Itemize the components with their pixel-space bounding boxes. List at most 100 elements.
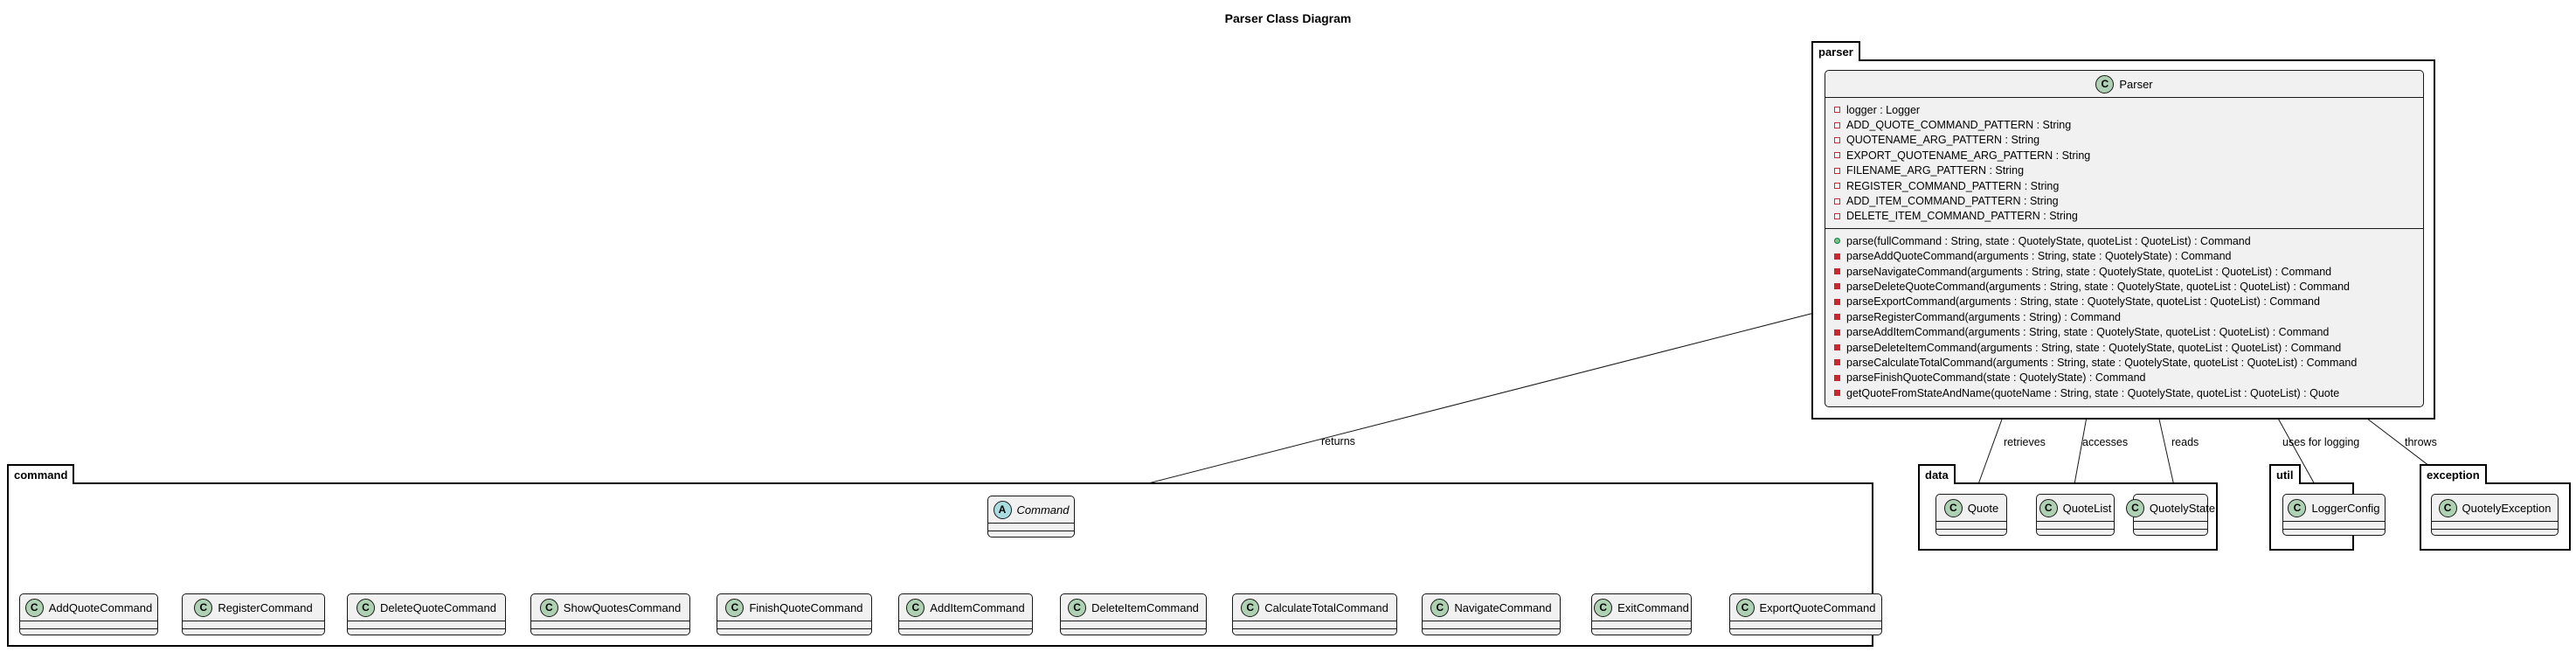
field-signature: logger : Logger (1846, 103, 1921, 116)
field-row: DELETE_ITEM_COMMAND_PATTERN : String (1834, 209, 2416, 224)
class-fields (1233, 621, 1396, 628)
field-row: ADD_QUOTE_COMMAND_PATTERN : String (1834, 117, 2416, 132)
class-methods (1233, 628, 1396, 636)
class-fields (1730, 621, 1881, 628)
class-name: AddQuoteCommand (48, 600, 153, 614)
private-visibility-icon (1834, 136, 1840, 143)
relation-label-returns: returns (1321, 435, 1355, 447)
class-name: CalculateTotalCommand (1264, 600, 1388, 614)
method-signature: parseRegisterCommand(arguments : String)… (1846, 310, 2122, 323)
class-name: DeleteQuoteCommand (380, 600, 496, 614)
class-name: ShowQuotesCommand (563, 600, 682, 614)
method-signature: parseExportCommand(arguments : String, s… (1846, 295, 2320, 309)
package-exception-tab: exception (2420, 464, 2487, 484)
method-row: parseFinishQuoteCommand(state : QuotelyS… (1834, 371, 2416, 385)
class-quote: C Quote (1935, 494, 2007, 536)
class-stereotype-icon: C (2288, 498, 2307, 517)
public-visibility-icon (1834, 238, 1840, 245)
class-name: LoggerConfig (2311, 501, 2380, 515)
class-stereotype-icon: C (1241, 598, 1260, 617)
class-name: Quote (1967, 501, 1999, 515)
class-command-methods (988, 531, 1074, 538)
class-stereotype-icon: C (2125, 498, 2144, 517)
relation-label-logging: uses for logging (2282, 436, 2359, 448)
method-signature: parseDeleteQuoteCommand(arguments : Stri… (1846, 280, 2350, 293)
class-name: QuoteList (2062, 501, 2112, 515)
private-visibility-icon (1834, 253, 1840, 260)
class-fields (2134, 521, 2207, 529)
package-parser-tab: parser (1811, 41, 1860, 61)
class-stereotype-icon: C (2095, 74, 2115, 94)
class-methods (183, 628, 324, 636)
class-fields (183, 621, 324, 628)
class-fields (1936, 521, 2006, 529)
class-methods (899, 628, 1032, 636)
method-row: parse(fullCommand : String, state : Quot… (1834, 233, 2416, 248)
class-methods (348, 628, 505, 636)
class-command-abstract: A Command (987, 496, 1075, 538)
private-visibility-icon (1834, 152, 1840, 159)
class-stereotype-icon: C (906, 598, 925, 617)
method-row: parseRegisterCommand(arguments : String)… (1834, 309, 2416, 324)
class-fields (20, 621, 157, 628)
class-methods (2432, 529, 2558, 537)
class-methods (1061, 628, 1206, 636)
field-signature: ADD_ITEM_COMMAND_PATTERN : String (1846, 195, 2059, 208)
class-methods (2037, 529, 2114, 537)
field-row: QUOTENAME_ARG_PATTERN : String (1834, 133, 2416, 148)
class-name: DeleteItemCommand (1091, 600, 1199, 614)
private-visibility-icon (1834, 167, 1840, 174)
method-signature: parseFinishQuoteCommand(state : QuotelyS… (1846, 371, 2146, 385)
class-command-name: Command (1016, 503, 1070, 517)
class-header: C CalculateTotalCommand (1233, 594, 1396, 621)
private-visibility-icon (1834, 374, 1840, 381)
class-header: C AddItemCommand (899, 594, 1032, 621)
method-row: parseDeleteItemCommand(arguments : Strin… (1834, 340, 2416, 355)
field-signature: EXPORT_QUOTENAME_ARG_PATTERN : String (1846, 149, 2091, 162)
class-fields (1592, 621, 1691, 628)
relation-label-throws: throws (2405, 436, 2437, 448)
relation-edge-retrieves (1975, 406, 2007, 494)
class-fields (2432, 521, 2558, 529)
class-methods (1423, 628, 1560, 636)
class-methods (2134, 529, 2207, 537)
class-parser-methods: parse(fullCommand : String, state : Quot… (1825, 228, 2423, 405)
private-visibility-icon (1834, 183, 1840, 190)
class-header: C DeleteQuoteCommand (348, 594, 505, 621)
method-signature: parse(fullCommand : String, state : Quot… (1846, 234, 2251, 247)
class-stereotype-icon: C (1943, 498, 1963, 517)
class-name: NavigateCommand (1454, 600, 1552, 614)
method-row: parseCalculateTotalCommand(arguments : S… (1834, 355, 2416, 370)
method-signature: parseNavigateCommand(arguments : String,… (1846, 265, 2332, 278)
private-visibility-icon (1834, 298, 1840, 305)
class-delete-quote-command: C DeleteQuoteCommand (347, 593, 506, 635)
class-parser-header: C Parser (1825, 71, 2423, 97)
class-methods (20, 628, 157, 636)
field-signature: FILENAME_ARG_PATTERN : String (1846, 164, 2025, 177)
class-stereotype-icon: C (357, 598, 376, 617)
method-row: getQuoteFromStateAndName(quoteName : Str… (1834, 385, 2416, 400)
class-command-fields (988, 523, 1074, 531)
field-signature: DELETE_ITEM_COMMAND_PATTERN : String (1846, 210, 2078, 223)
class-name: ExitCommand (1617, 600, 1689, 614)
class-name: AddItemCommand (930, 600, 1025, 614)
class-methods (1936, 529, 2006, 537)
field-row: logger : Logger (1834, 102, 2416, 117)
private-visibility-icon (1834, 314, 1840, 321)
class-fields (2037, 521, 2114, 529)
class-stereotype-icon: C (1430, 598, 1450, 617)
field-signature: QUOTENAME_ARG_PATTERN : String (1846, 134, 2040, 147)
